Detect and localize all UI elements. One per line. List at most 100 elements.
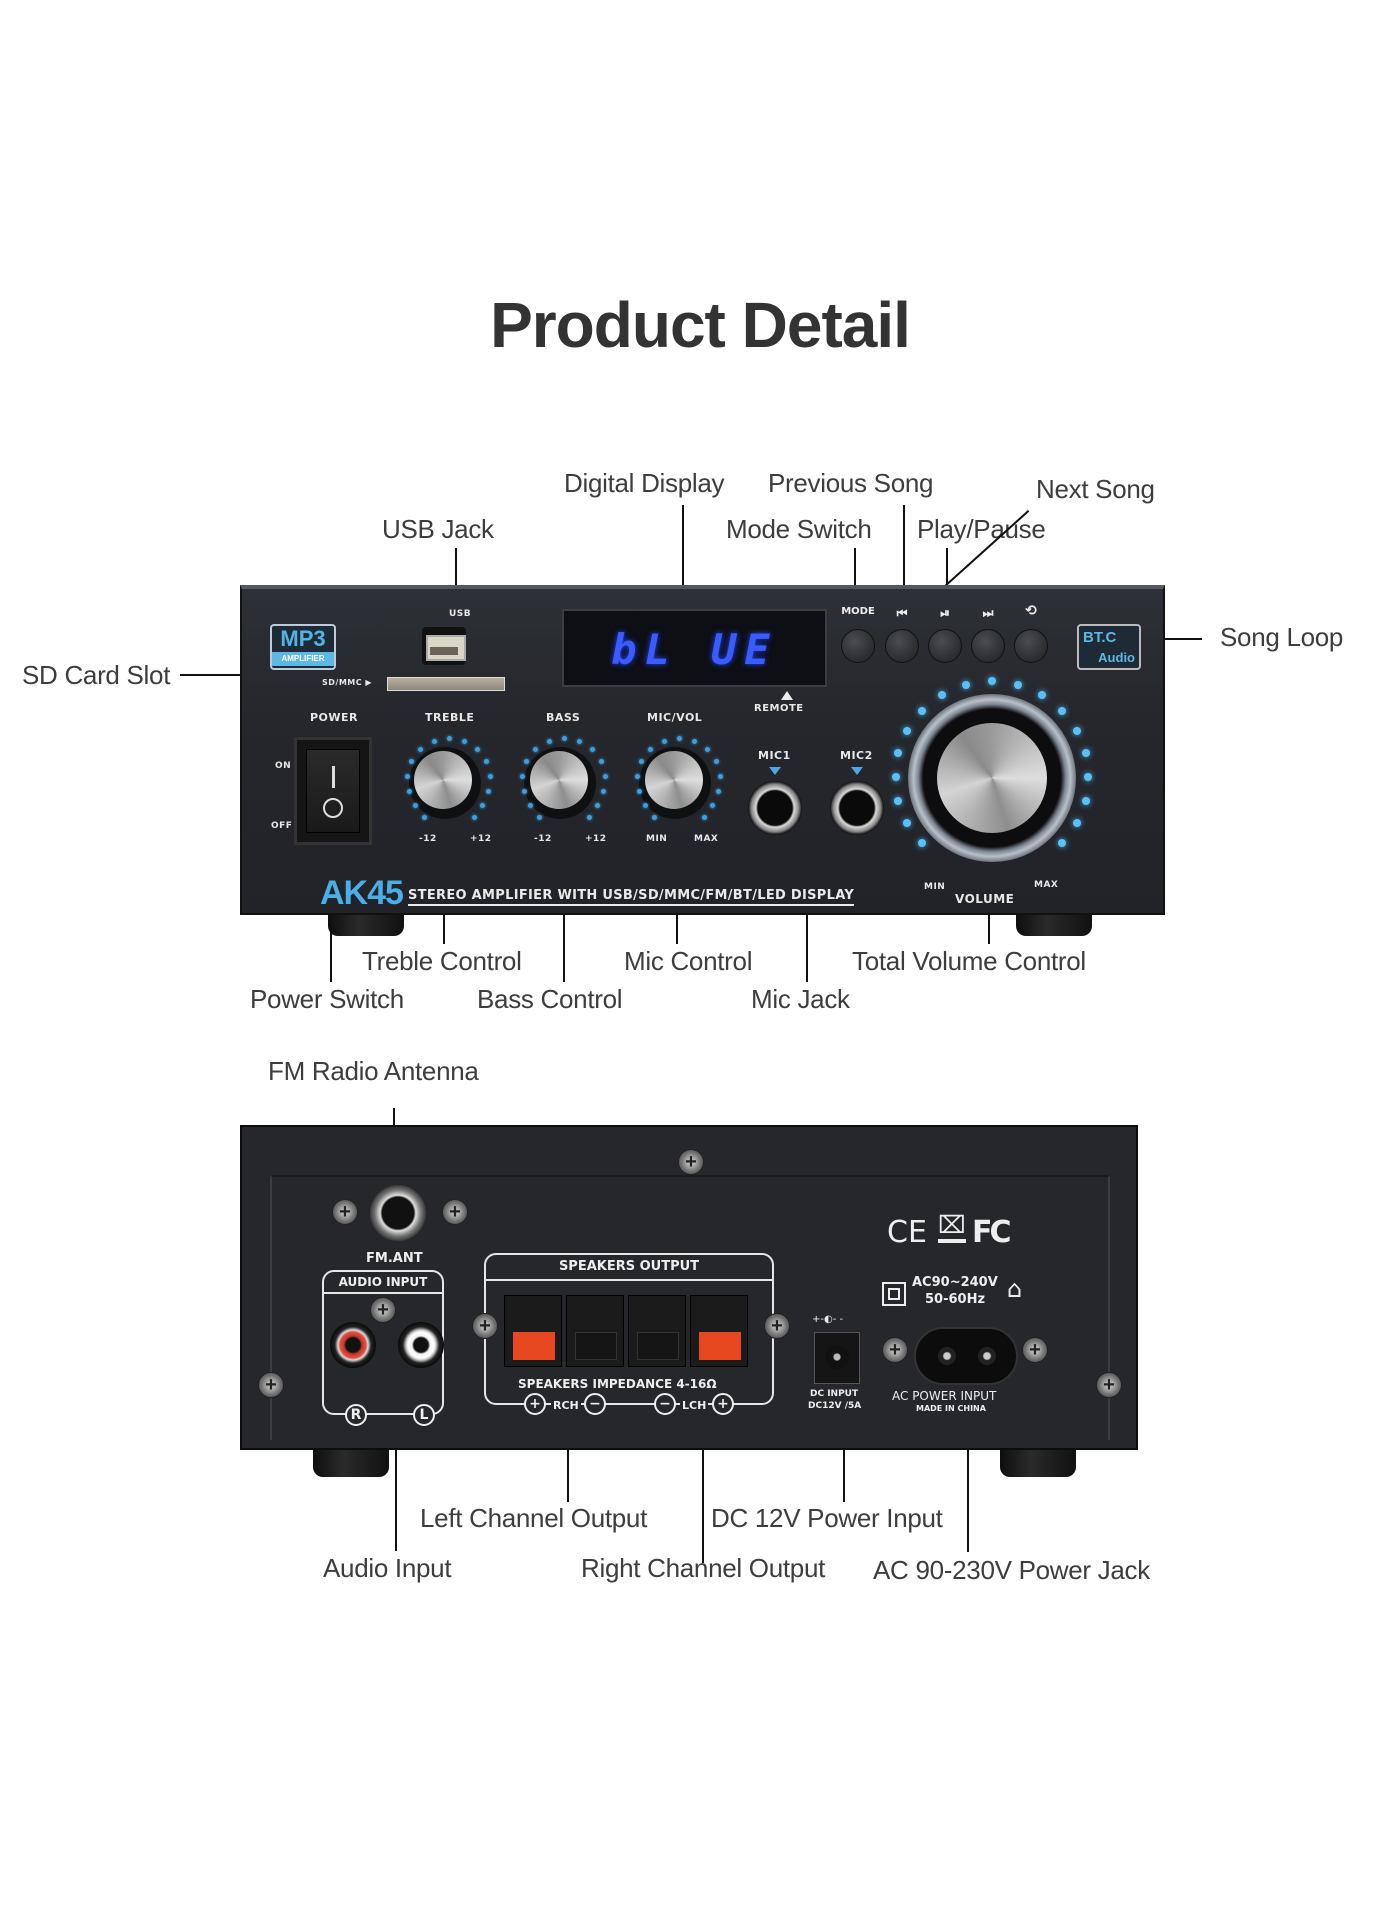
terminal-lch-plus[interactable] — [690, 1295, 748, 1367]
ac-input-label: AC POWER INPUT — [892, 1389, 997, 1403]
ac-rating-frequency: 50-60Hz — [925, 1292, 986, 1307]
lch-label: LCH — [680, 1399, 709, 1412]
audio-input-screw-icon — [370, 1297, 396, 1323]
mic-vol-label: MIC/VOL — [647, 711, 703, 724]
treble-label: TREBLE — [425, 711, 475, 724]
callout-mode-switch: Mode Switch — [726, 514, 872, 544]
foot-rear-right — [1000, 1449, 1076, 1477]
ac-screw-left-icon — [882, 1337, 908, 1363]
ac-power-socket[interactable] — [914, 1327, 1018, 1385]
mic1-jack[interactable] — [748, 781, 802, 835]
callout-bass-control: Bass Control — [477, 984, 623, 1014]
mic2-jack[interactable] — [830, 781, 884, 835]
volume-max: MAX — [1034, 880, 1059, 890]
speaker-terminal-block — [504, 1295, 754, 1369]
dc-input-jack[interactable] — [814, 1332, 860, 1384]
audio-text: Audio — [1098, 650, 1135, 665]
rch-minus-marker: − — [584, 1393, 606, 1415]
sd-label: SD/MMC ▶ — [322, 678, 373, 687]
callout-digital-display: Digital Display — [564, 468, 725, 498]
fm-antenna-connector[interactable] — [370, 1185, 426, 1241]
foot-front-right — [1016, 914, 1092, 936]
fm-ant-label: FM.ANT — [366, 1251, 423, 1266]
next-song-button[interactable] — [971, 629, 1005, 663]
bt-audio-badge: BT.C Audio — [1077, 624, 1141, 670]
speaker-screw-right-icon — [764, 1313, 790, 1339]
usb-label: USB — [449, 609, 472, 619]
play-pause-icon: ⏯ — [940, 606, 950, 620]
on-label: ON — [275, 761, 292, 771]
fm-screw-right-icon — [442, 1199, 468, 1225]
song-loop-button[interactable] — [1014, 629, 1048, 663]
callout-sd-card-slot: SD Card Slot — [22, 660, 171, 690]
ce-mark-icon: CE — [887, 1215, 927, 1250]
indoor-use-icon: ⌂ — [1007, 1275, 1023, 1303]
impedance-label: SPEAKERS IMPEDANCE 4-16Ω — [518, 1377, 717, 1391]
foot-rear-left — [313, 1449, 389, 1477]
volume-min: MIN — [924, 882, 946, 892]
callout-power-switch: Power Switch — [250, 984, 404, 1014]
left-edge-screw-icon — [258, 1372, 284, 1398]
callout-audio-input: Audio Input — [323, 1553, 452, 1583]
class2-insulation-icon — [882, 1282, 906, 1306]
rca-right-input[interactable] — [330, 1322, 376, 1368]
front-panel: MP3 AMPLIFIER USB SD/MMC ▶ bL UE REMOTE … — [240, 585, 1165, 915]
mic-vol-min: MIN — [646, 834, 668, 844]
volume-knob[interactable] — [937, 723, 1047, 833]
rca-r-marker: R — [345, 1404, 367, 1426]
speakers-output-label: SPEAKERS OUTPUT — [486, 1255, 772, 1281]
play-pause-button[interactable] — [928, 629, 962, 663]
callout-ac-power-jack: AC 90-230V Power Jack — [873, 1555, 1150, 1585]
leader-audio-input — [395, 1396, 397, 1551]
dc-input-label: DC INPUT — [810, 1389, 859, 1399]
callout-left-channel-output: Left Channel Output — [420, 1503, 648, 1533]
callout-play-pause: Play/Pause — [917, 514, 1046, 544]
terminal-rch-minus[interactable] — [566, 1295, 624, 1367]
usb-port[interactable] — [422, 627, 466, 665]
callout-mic-jack: Mic Jack — [751, 984, 850, 1014]
ac-screw-right-icon — [1022, 1337, 1048, 1363]
treble-min: -12 — [419, 834, 437, 844]
power-switch[interactable] — [294, 737, 372, 845]
rca-l-marker: L — [413, 1404, 435, 1426]
callout-dc-power-input: DC 12V Power Input — [711, 1503, 943, 1533]
rca-left-input[interactable] — [398, 1322, 444, 1368]
leader-usb — [455, 548, 457, 616]
callout-previous-song: Previous Song — [768, 468, 934, 498]
leader-ac-jack — [967, 1430, 969, 1552]
rocker-face — [306, 749, 360, 833]
terminal-rch-plus[interactable] — [504, 1295, 562, 1367]
rear-inner-frame — [270, 1175, 1110, 1440]
callout-usb-jack: USB Jack — [382, 514, 494, 544]
audio-input-label: AUDIO INPUT — [324, 1272, 442, 1294]
off-symbol-icon — [323, 798, 343, 818]
mic1-label: MIC1 — [758, 749, 791, 762]
sd-card-slot[interactable] — [387, 677, 505, 691]
mic1-arrow-icon — [769, 767, 781, 775]
leader-dc-input — [843, 1430, 845, 1502]
foot-front-left — [328, 914, 404, 936]
treble-knob[interactable] — [414, 751, 472, 809]
bass-label: BASS — [546, 711, 581, 724]
mic-vol-knob[interactable] — [645, 751, 703, 809]
remote-arrow-icon — [781, 691, 793, 700]
model-logo: AK45 — [320, 874, 404, 912]
ac-rating-voltage: AC90~240V — [912, 1275, 998, 1290]
terminal-lch-minus[interactable] — [628, 1295, 686, 1367]
on-symbol-icon — [332, 766, 335, 788]
mp3-text: MP3 — [280, 626, 326, 651]
power-label: POWER — [310, 711, 359, 724]
callout-mic-control: Mic Control — [624, 946, 753, 976]
fcc-mark-icon: FC — [972, 1215, 1011, 1250]
bass-knob[interactable] — [530, 751, 588, 809]
top-screw-icon — [678, 1149, 704, 1175]
mode-button[interactable] — [841, 629, 875, 663]
previous-song-button[interactable] — [885, 629, 919, 663]
bass-max: +12 — [585, 834, 607, 844]
previous-icon: ⏮ — [896, 606, 908, 620]
treble-max: +12 — [470, 834, 492, 844]
lch-plus-marker: + — [712, 1393, 734, 1415]
mic2-arrow-icon — [851, 767, 863, 775]
digital-display: bL UE — [562, 609, 827, 687]
rch-plus-marker: + — [524, 1393, 546, 1415]
